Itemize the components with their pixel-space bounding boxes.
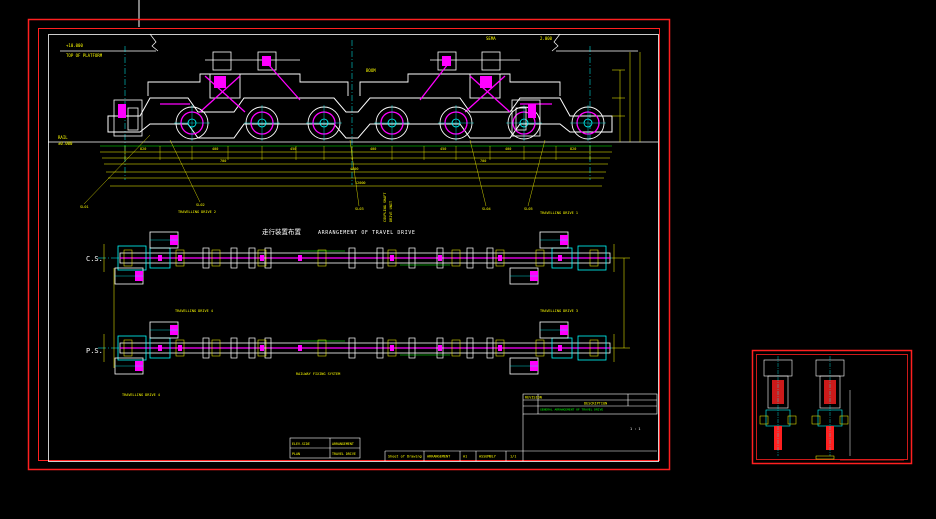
title-block[interactable] — [289, 393, 658, 461]
wheel — [438, 105, 474, 141]
vertical-note-1: COUPLING SHAFT — [383, 192, 387, 222]
tb-desc-header: DESCRIPTION — [584, 402, 607, 406]
tb-desc-row: GENERAL ARRANGEMENT OF TRAVEL DRIVE — [540, 408, 603, 412]
rail-label: RAIL — [58, 135, 68, 140]
top-lifting-blocks — [205, 51, 520, 71]
tb-cell-2: A1 — [463, 455, 467, 459]
sheet-border — [48, 34, 659, 462]
right-vertical-dims — [612, 52, 641, 142]
tb-left-3: TRAVEL DRIVE — [332, 452, 356, 456]
datum-value-label: +10.000 — [66, 43, 83, 48]
vertical-note-2: DRIVE UNIT — [389, 200, 393, 222]
tb-left-1: PLAN — [292, 452, 300, 456]
svg-text:400: 400 — [370, 147, 376, 151]
elev-break-right — [551, 33, 561, 52]
mini-sheet[interactable] — [751, 349, 913, 465]
railway-fixing-note: RAILWAY FIXING SYSTEM — [296, 372, 340, 376]
platform-label: TOP OF PLATFORM — [66, 53, 103, 58]
top-tag-sema: SEMA — [486, 36, 496, 41]
elevation-dimensions: 820 400 450 400 450 400 820 700 4800 700 12000 — [100, 146, 612, 187]
motor-label-mid-right: TRAVELLING DRIVE 3 — [540, 309, 578, 313]
main-sheet[interactable]: TOP OF PLATFORM +10.000 — [27, 18, 671, 471]
plan-view-cs[interactable] — [98, 231, 615, 285]
tb-cell-3: ASSEMBLY — [479, 455, 497, 459]
svg-text:400: 400 — [212, 147, 218, 151]
tb-rev-header: REVISION — [525, 396, 542, 400]
motor-label-mid-left: TRAVELLING DRIVE 4 — [175, 309, 213, 313]
tb-left-0: ELEV.SIDE — [292, 442, 310, 446]
tb-cell-4: 1/1 — [510, 455, 516, 459]
leader-label: SL01 — [80, 205, 89, 209]
wheel — [174, 105, 210, 141]
wheel — [570, 105, 606, 141]
bogie-beam — [107, 97, 613, 139]
tb-cell-1: ARRANGEMENT — [427, 455, 451, 459]
sheet-inner-frame — [38, 28, 660, 461]
svg-text:700: 700 — [480, 159, 486, 163]
drawing-title-en: ARRANGEMENT OF TRAVEL DRIVE — [318, 230, 415, 236]
plan-view-ps[interactable] — [98, 321, 615, 375]
elevation-wheels — [174, 105, 606, 141]
motor-label-top-right: TRAVELLING DRIVE 1 — [540, 211, 578, 215]
leader-label: SL04 — [482, 207, 491, 211]
svg-text:820: 820 — [140, 147, 146, 151]
leader-label: SL05 — [524, 207, 533, 211]
sheet-outer-frame — [27, 18, 671, 471]
elevation-view[interactable]: TOP OF PLATFORM +10.000 — [48, 33, 658, 211]
rail-level-label: ±0.000 — [58, 141, 73, 146]
svg-text:820: 820 — [570, 147, 576, 151]
title-block-texts: REVISION DESCRIPTION GENERAL ARRANGEMENT… — [292, 396, 641, 459]
tb-left-2: ARRANGEMENT — [332, 442, 354, 446]
end-drives — [113, 99, 541, 137]
leader-label: SL03 — [355, 207, 364, 211]
svg-text:12000: 12000 — [355, 181, 366, 185]
motor-label-bottom-left: TRAVELLING DRIVE 4 — [122, 393, 160, 397]
motor-label-top-left: TRAVELLING DRIVE 2 — [178, 210, 216, 214]
svg-text:4800: 4800 — [350, 167, 358, 171]
top-tag-boom: BOOM — [366, 68, 376, 73]
tb-sheet-no: 1 : 1 — [630, 427, 641, 431]
plan-right-dims — [113, 257, 630, 368]
leader-label: SL02 — [196, 203, 205, 207]
svg-text:450: 450 — [440, 147, 446, 151]
wheel — [244, 105, 280, 141]
upper-beams — [147, 73, 561, 99]
tb-cell-0: Sheet of Drawing — [388, 455, 422, 459]
mini-section-views — [759, 356, 904, 461]
drawing-title-cn: 走行装置布置 — [262, 227, 302, 236]
mini-inner-frame — [756, 354, 908, 460]
side-label-cs: C.S. — [86, 255, 103, 263]
top-tag-right: 2.000 — [540, 36, 553, 41]
wheel — [306, 105, 342, 141]
side-label-ps: P.S. — [86, 347, 103, 355]
svg-text:700: 700 — [220, 159, 226, 163]
elev-break-left — [149, 33, 159, 52]
svg-text:400: 400 — [505, 147, 511, 151]
wheel — [374, 105, 410, 141]
bogie-braces — [160, 63, 552, 113]
svg-text:450: 450 — [290, 147, 296, 151]
mini-outer-frame — [751, 349, 913, 465]
